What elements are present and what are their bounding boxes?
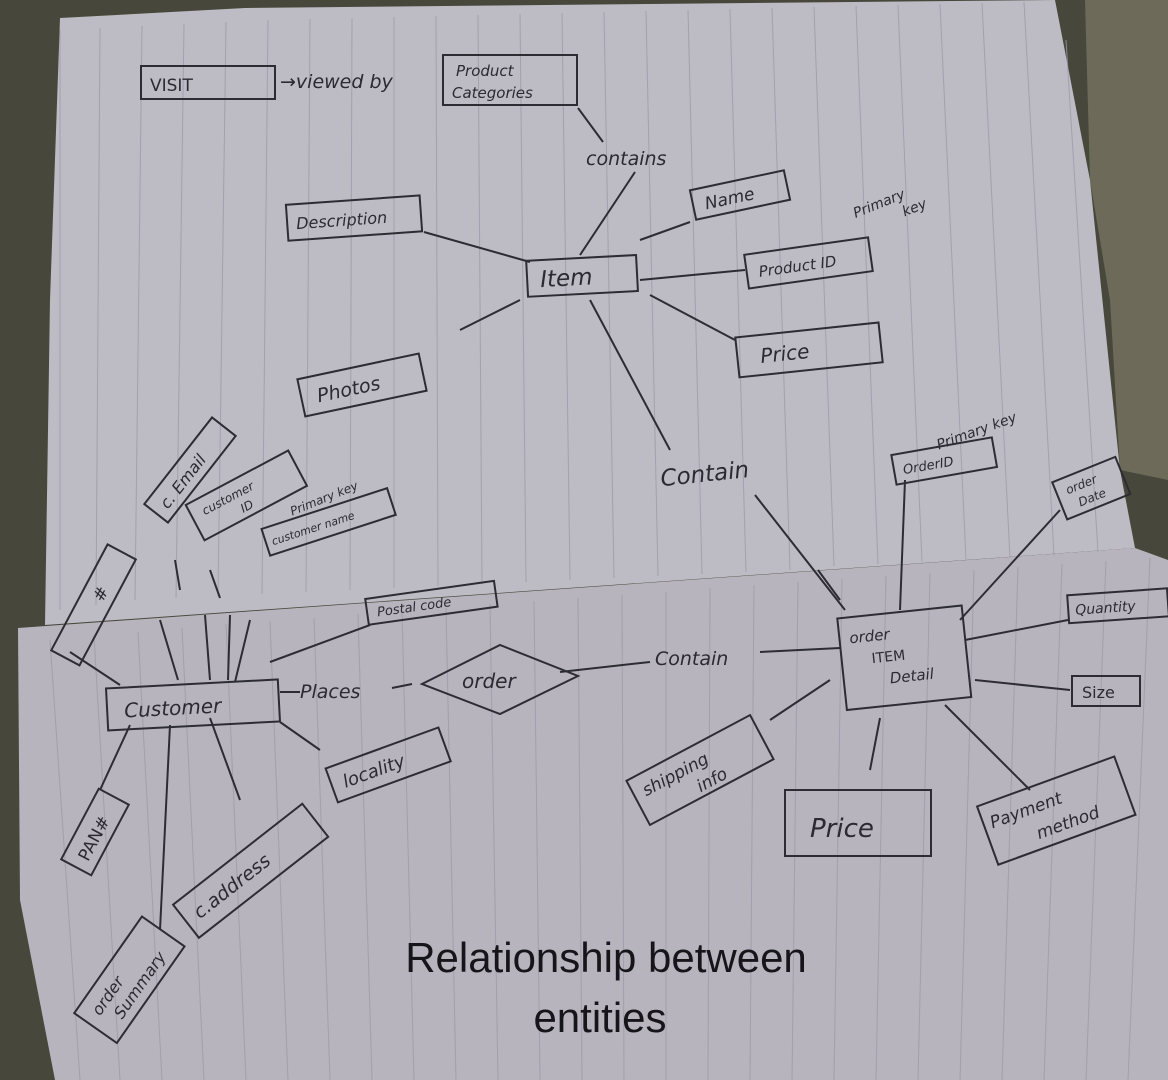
entity-item: Item xyxy=(525,253,639,298)
attribute-item-price: Price xyxy=(734,321,884,379)
attribute-customer-id-line-2: ID xyxy=(238,497,256,515)
order-item-detail-line-3: Detail xyxy=(889,665,936,688)
entity-visit-label: VISIT xyxy=(150,76,193,96)
entity-item-label: Item xyxy=(540,264,594,293)
attribute-order-price-label: Price xyxy=(810,814,874,844)
product-categories-line-1: Product xyxy=(456,62,515,80)
attribute-item-price-label: Price xyxy=(759,339,810,368)
attribute-quantity-label: Quantity xyxy=(1075,599,1137,619)
connector-lines xyxy=(69,107,1071,931)
attribute-size: Size xyxy=(1071,675,1141,707)
relationship-contain-order-detail: Contain xyxy=(655,648,728,670)
relationship-order-diamond: order xyxy=(419,643,581,716)
entity-customer-label: Customer xyxy=(124,693,224,722)
relationship-contains: contains xyxy=(586,148,667,170)
order-item-detail-line-1: order xyxy=(849,625,892,647)
entity-product-categories: Product Categories xyxy=(442,54,578,106)
entity-customer: Customer xyxy=(104,678,282,732)
caption-line-1: Relationship between xyxy=(405,934,807,981)
relationship-places: Places xyxy=(300,681,361,703)
page-ruling xyxy=(49,1,1151,1080)
attribute-name: Name xyxy=(688,169,792,221)
entity-visit: VISIT xyxy=(140,65,276,100)
attribute-size-label: Size xyxy=(1082,683,1115,702)
entity-order-item-detail: order ITEM Detail xyxy=(836,604,973,712)
upper-page xyxy=(45,0,1135,625)
product-categories-line-2: Categories xyxy=(452,84,533,102)
attribute-order-price: Price xyxy=(784,789,932,857)
relationship-viewed-by: →viewed by xyxy=(280,71,394,93)
lower-page xyxy=(18,548,1168,1080)
order-item-detail-line-2: ITEM xyxy=(871,648,906,667)
relationship-order-label: order xyxy=(462,669,517,693)
caption-line-2: entities xyxy=(533,994,666,1041)
